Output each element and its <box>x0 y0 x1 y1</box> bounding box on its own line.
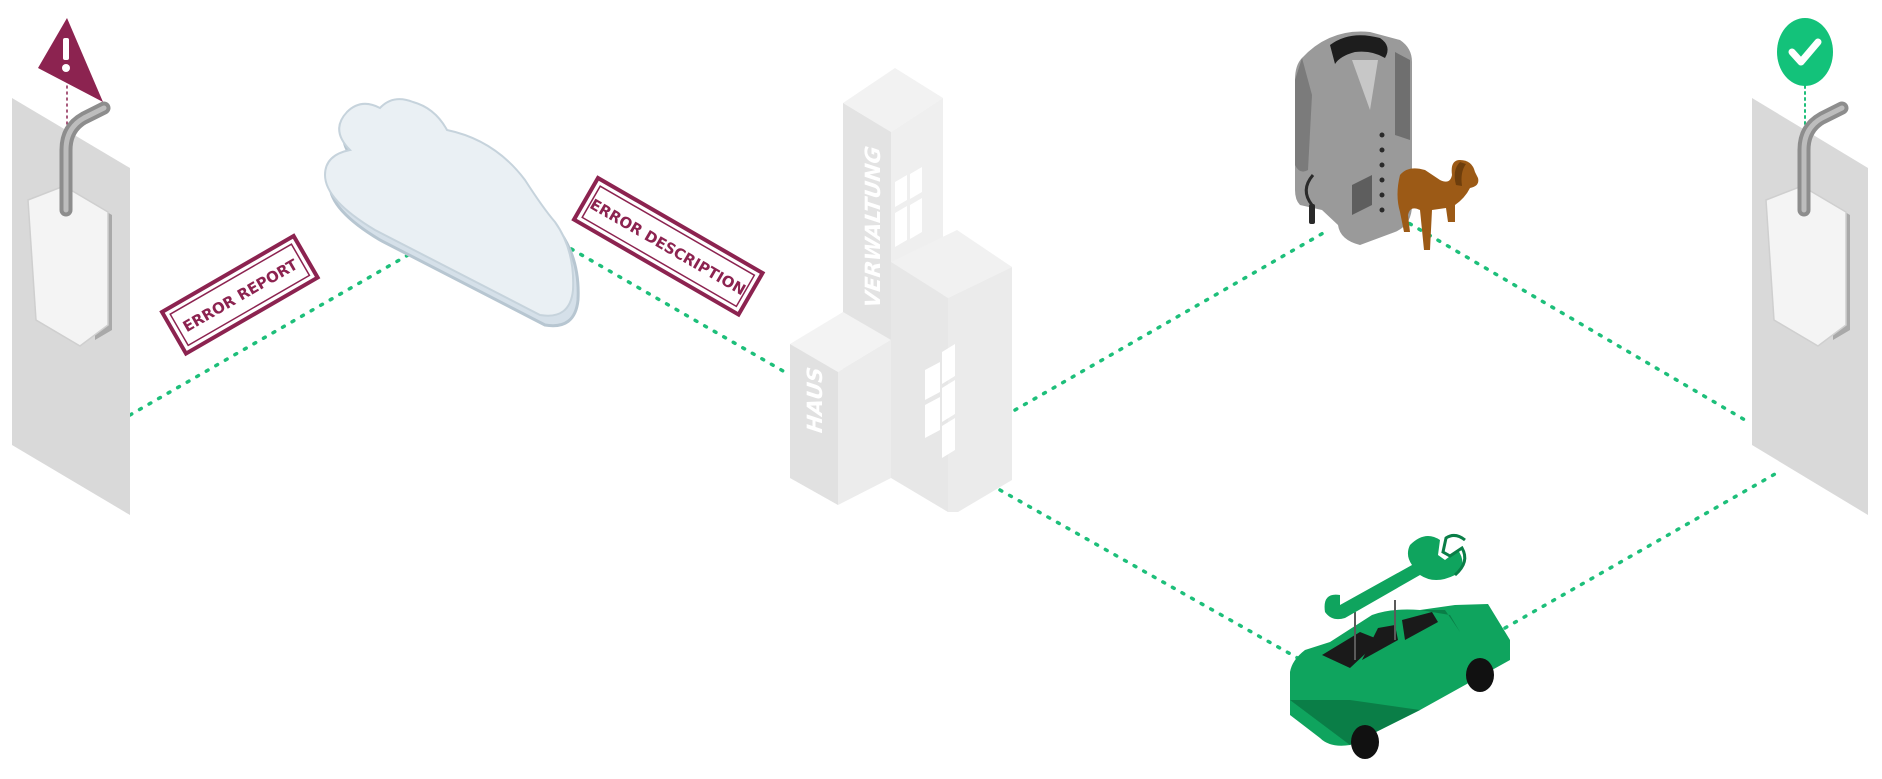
building-windows <box>895 167 955 458</box>
wrench-icon <box>1324 533 1467 660</box>
error-report-label: ERROR REPORT <box>159 233 321 357</box>
check-circle-icon <box>1777 18 1833 86</box>
error-description-label: ERROR DESCRIPTION <box>571 175 766 318</box>
cloud-icon <box>323 98 580 328</box>
short-building-top <box>790 312 891 372</box>
tall-building-top <box>843 68 943 132</box>
connector-coat-to-right-wall <box>1398 216 1747 422</box>
car-icon <box>1290 604 1510 759</box>
left-wall-device <box>12 98 130 515</box>
right-block-left <box>891 262 948 512</box>
warning-triangle-icon <box>38 18 103 102</box>
right-block-right <box>948 267 1012 512</box>
dog-icon <box>1397 160 1479 250</box>
building-short-label: HAUS <box>803 364 827 437</box>
connector-car-to-right-wall <box>1503 468 1784 630</box>
connector-building-to-coat <box>1013 230 1327 412</box>
short-building-right <box>838 340 891 505</box>
short-building-left <box>790 344 838 505</box>
connector-building-to-car <box>998 488 1312 667</box>
error-description-text: ERROR DESCRIPTION <box>587 195 749 299</box>
building-tall-label: VERWALTUNG <box>861 143 885 312</box>
coat-buttons <box>1379 132 1385 213</box>
right-wall-device <box>1752 98 1868 515</box>
building-complex: VERWALTUNG HAUS <box>790 68 1012 512</box>
right-block-top <box>891 230 1012 298</box>
coat-icon <box>1295 31 1412 245</box>
